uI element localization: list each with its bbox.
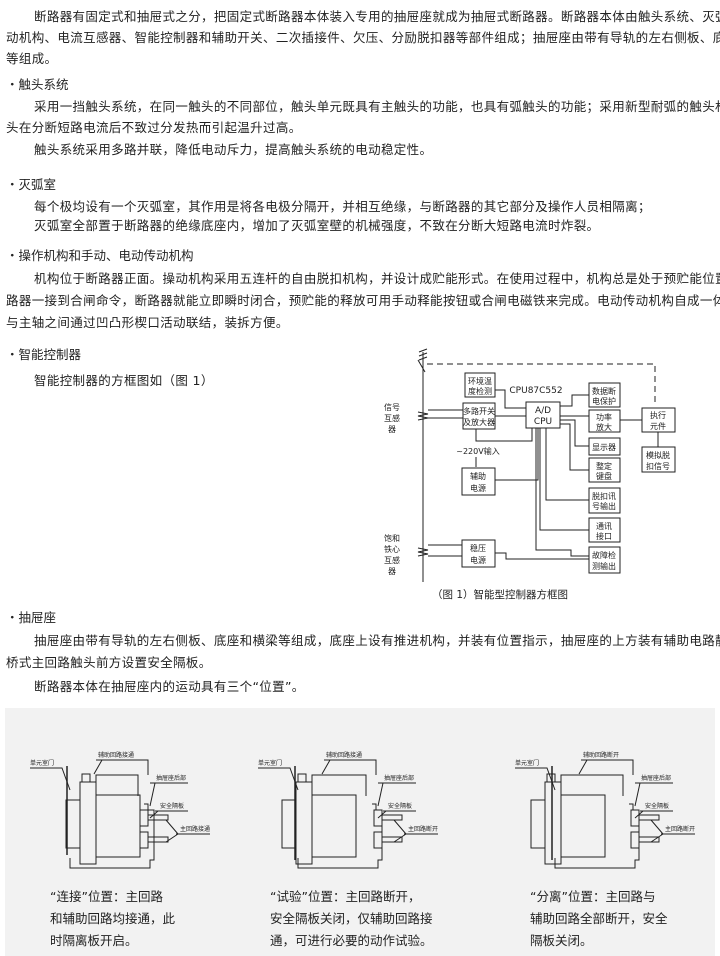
box-comm: 通讯	[596, 521, 612, 531]
paragraph-line: 路器一接到合闸命令，断路器就能立即瞬时闭合，预贮能的释放可用手动释能按钮或合闸电…	[6, 293, 720, 308]
saturable-ct-label-4: 器	[388, 567, 396, 576]
paragraph-line: 智能控制器的方框图如（图 1）	[34, 373, 214, 388]
box-comm-2: 接口	[596, 531, 612, 541]
figure-caption: （图 1）智能型控制器方框图	[432, 588, 568, 601]
box-cpu: A/D	[535, 406, 551, 416]
box-env-temp: 环境温	[468, 376, 492, 386]
caption-line: 隔板关闭。	[530, 933, 593, 948]
position-caption-test: “试验”位置：主回路断开， 安全隔板关闭，仅辅助回路接 通，可进行必要的动作试验…	[270, 886, 433, 952]
box-data-protect-2: 电保护	[592, 396, 616, 406]
box-fault-output: 故障检	[592, 550, 616, 560]
section-heading-mechanism: ・操作机构和手动、电动传动机构	[6, 248, 194, 263]
controller-block-diagram: 环境温 度检测 多路开关 及放大器 A/D CPU CPU87C552 数据断 …	[384, 348, 676, 601]
box-trip-output: 脱扣讯	[592, 491, 616, 501]
position-caption-isolated: “分离”位置：主回路与 辅助回路全部断开，安全 隔板关闭。	[530, 886, 668, 952]
paragraph-line: 触头系统采用多路并联，降低电动斥力，提高触头系统的电动稳定性。	[34, 142, 433, 157]
signal-ct-label: 信号	[384, 402, 400, 412]
box-sim-trip-2: 扣信号	[646, 461, 670, 471]
saturable-ct-label-3: 互感	[384, 555, 400, 565]
box-display: 显示器	[592, 443, 616, 452]
box-aux-power-2: 电源	[470, 483, 486, 493]
box-actuator: 执行	[650, 410, 666, 420]
signal-ct-label-2: 互感	[384, 413, 400, 423]
paragraph-line: 灭弧室全部置于断路器的绝缘底座内，增加了灭弧室壁的机械强度，不致在分断大短路电流…	[34, 218, 600, 233]
intro-line: 等组成。	[6, 51, 58, 66]
box-sim-trip: 模拟脱	[646, 450, 670, 460]
saturable-ct-label: 饱和	[384, 533, 400, 543]
caption-line: 时隔离板开启。	[50, 933, 138, 948]
box-actuator-2: 元件	[650, 421, 666, 431]
box-data-protect: 数据断	[592, 386, 616, 396]
caption-line: 和辅助回路均接通，此	[50, 911, 176, 926]
box-power-amp-2: 放大	[596, 422, 612, 432]
input-220v-label: ~220V输入	[456, 446, 499, 456]
paragraph-line: 机构位于断路器正面。操动机构采用五连杆的自由脱扣机构，并设计成贮能形式。在使用过…	[34, 271, 720, 286]
box-reg-power-2: 电源	[470, 555, 486, 565]
section-heading-contacts: ・触头系统	[6, 77, 69, 92]
paragraph-line: 每个极均设有一个灭弧室，其作用是将各电极分隔开，并相互绝缘，与断路器的其它部分及…	[34, 199, 651, 214]
paragraph-line: 抽屉座由带有导轨的左右侧板、底座和横梁等组成，底座上设有推进机构，并装有位置指示…	[34, 633, 720, 648]
intro-line: 动机构、电流互感器、智能控制器和辅助开关、二次插接件、欠压、分励脱扣器等部件组成…	[6, 30, 720, 45]
section-heading-controller: ・智能控制器	[6, 347, 82, 362]
paragraph-line: 与主轴之间通过凹凸形楔口活动联结，装拆方便。	[6, 315, 289, 330]
box-cpu-2: CPU	[534, 417, 552, 427]
caption-line: 安全隔板关闭，仅辅助回路接	[270, 911, 433, 926]
box-keypad: 整定	[596, 461, 612, 471]
box-mux: 多路开关	[463, 406, 495, 416]
box-fault-output-2: 测输出	[592, 561, 616, 571]
box-mux-2: 及放大器	[463, 417, 495, 427]
section-heading-arc-chamber: ・灭弧室	[6, 177, 57, 192]
position-caption-connected: “连接”位置：主回路 和辅助回路均接通，此 时隔离板开启。	[50, 886, 175, 952]
saturable-ct-label-2: 铁心	[384, 544, 400, 554]
cpu-model-label: CPU87C552	[509, 386, 562, 396]
signal-ct-label-3: 器	[388, 425, 396, 434]
box-trip-output-2: 号输出	[592, 501, 616, 511]
box-keypad-2: 键盘	[596, 471, 612, 481]
box-power-amp: 功率	[596, 412, 612, 422]
box-reg-power: 稳压	[470, 543, 486, 553]
caption-line: “试验”位置：主回路断开，	[270, 889, 421, 904]
paragraph-line: 头在分断短路电流后不致过分发热而引起温升过高。	[6, 120, 302, 135]
section-heading-drawer-base: ・抽屉座	[6, 610, 57, 625]
caption-line: 辅助回路全部断开，安全	[530, 911, 668, 926]
box-env-temp-2: 度检测	[468, 386, 492, 396]
paragraph-line: 断路器本体在抽屉座内的运动具有三个“位置”。	[34, 679, 305, 694]
paragraph-line: 采用一挡触头系统，在同一触头的不同部位，触头单元既具有主触头的功能，也具有弧触头…	[34, 99, 720, 114]
paragraph-line: 桥式主回路触头前方设置安全隔板。	[6, 655, 212, 670]
intro-line: 断路器有固定式和抽屉式之分，把固定式断路器本体装入专用的抽屉座就成为抽屉式断路器…	[34, 9, 720, 24]
caption-line: “连接”位置：主回路	[50, 889, 163, 904]
caption-line: “分离”位置：主回路与	[530, 889, 656, 904]
caption-line: 通，可进行必要的动作试验。	[270, 933, 433, 948]
box-aux-power: 辅助	[470, 471, 486, 481]
